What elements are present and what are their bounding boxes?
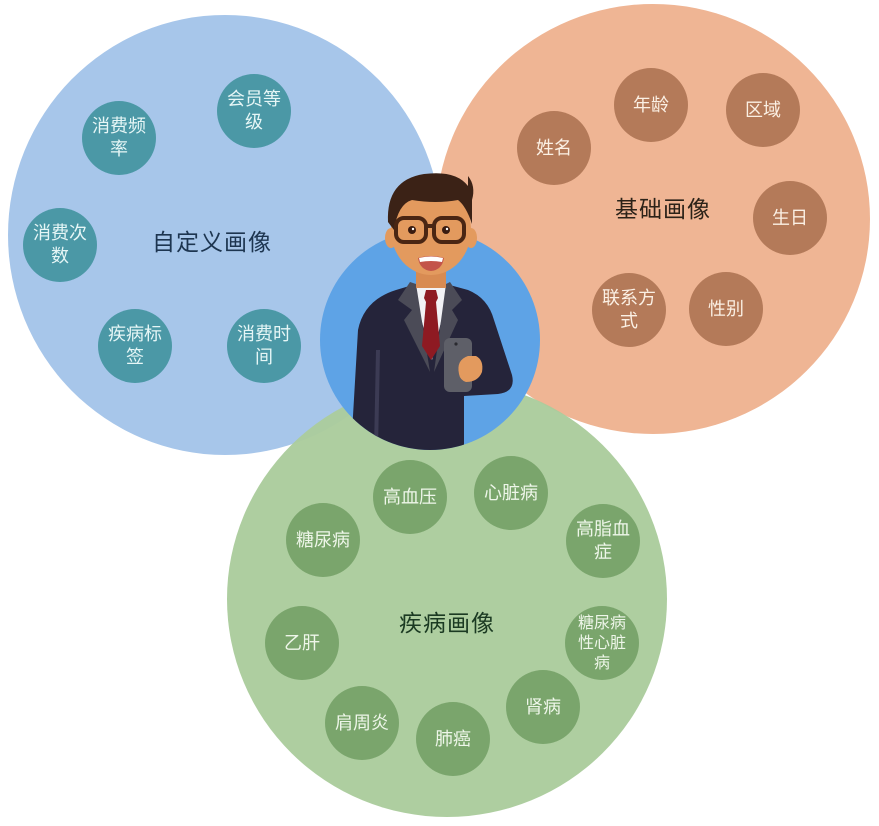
tag-bubble-name: 姓名 bbox=[517, 111, 591, 185]
tag-bubble-hypertension: 高血压 bbox=[373, 460, 447, 534]
tag-bubble-age: 年龄 bbox=[614, 68, 688, 142]
tag-bubble-diabetes: 糖尿病 bbox=[286, 503, 360, 577]
tag-bubble-lung-cancer: 肺癌 bbox=[416, 702, 490, 776]
custom-portrait-title: 自定义画像 bbox=[152, 230, 272, 256]
tag-bubble-consumption-count: 消费次数 bbox=[23, 208, 97, 282]
tag-bubble-heart-disease: 心脏病 bbox=[474, 456, 548, 530]
tag-bubble-region: 区域 bbox=[726, 73, 800, 147]
businessman-with-phone-icon bbox=[320, 173, 540, 450]
tag-bubble-frozen-shoulder: 肩周炎 bbox=[325, 686, 399, 760]
tag-bubble-kidney-disease: 肾病 bbox=[506, 670, 580, 744]
tag-bubble-gender: 性别 bbox=[689, 272, 763, 346]
disease-portrait-title: 疾病画像 bbox=[399, 611, 495, 637]
basic-portrait-title: 基础画像 bbox=[615, 197, 711, 223]
tag-bubble-membership-level: 会员等级 bbox=[217, 74, 291, 148]
tag-bubble-disease-label: 疾病标签 bbox=[98, 309, 172, 383]
tag-bubble-consumption-frequency: 消费频率 bbox=[82, 101, 156, 175]
tag-bubble-hepatitis-b: 乙肝 bbox=[265, 606, 339, 680]
tag-bubble-birthday: 生日 bbox=[753, 181, 827, 255]
tag-bubble-hyperlipidemia: 高脂血症 bbox=[566, 504, 640, 578]
tag-bubble-contact: 联系方式 bbox=[592, 273, 666, 347]
tag-bubble-diabetic-heart-disease: 糖尿病性心脏病 bbox=[565, 606, 639, 680]
tag-bubble-consumption-time: 消费时间 bbox=[227, 309, 301, 383]
